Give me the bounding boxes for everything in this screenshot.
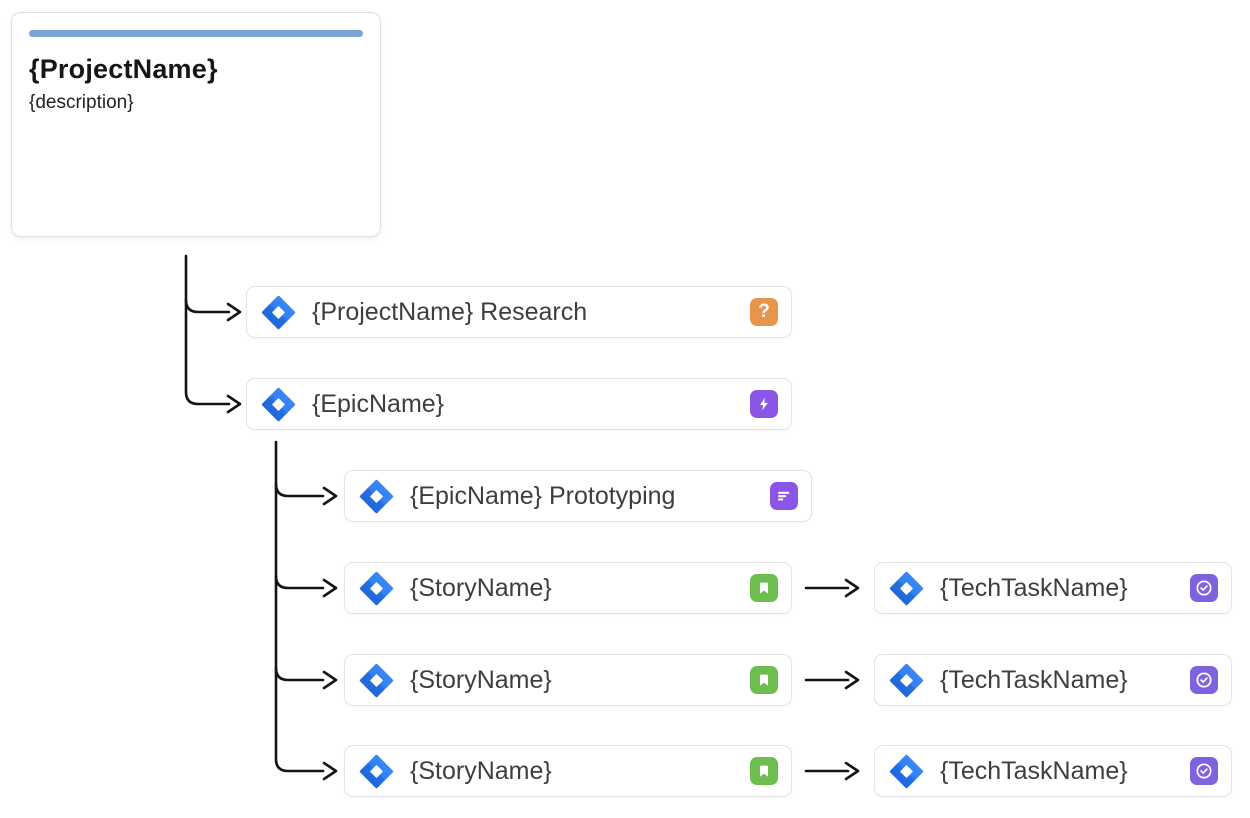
node-label: {EpicName} <box>312 389 445 418</box>
node-tech-task[interactable]: {TechTaskName} <box>874 654 1232 706</box>
jira-logo-icon <box>261 295 296 329</box>
bookmark-icon <box>750 666 778 694</box>
text-lines-icon <box>770 482 798 510</box>
jira-logo-icon <box>889 663 924 697</box>
node-label: {EpicName} Prototyping <box>410 481 676 510</box>
node-tech-task[interactable]: {TechTaskName} <box>874 745 1232 797</box>
node-prototyping[interactable]: {EpicName} Prototyping <box>344 470 812 522</box>
lightning-bolt-icon <box>750 390 778 418</box>
check-circle-icon <box>1190 574 1218 602</box>
node-epic[interactable]: {EpicName} <box>246 378 792 430</box>
jira-logo-icon <box>359 571 394 605</box>
node-story[interactable]: {StoryName} <box>344 562 792 614</box>
bookmark-icon <box>750 574 778 602</box>
node-research[interactable]: {ProjectName} Research ? <box>246 286 792 338</box>
jira-logo-icon <box>359 479 394 513</box>
jira-logo-icon <box>359 754 394 788</box>
node-story[interactable]: {StoryName} <box>344 654 792 706</box>
check-circle-icon <box>1190 757 1218 785</box>
node-label: {StoryName} <box>410 573 552 602</box>
node-label: {ProjectName} Research <box>312 297 588 326</box>
node-label: {StoryName} <box>410 665 552 694</box>
node-label: {TechTaskName} <box>940 573 1128 602</box>
jira-logo-icon <box>889 571 924 605</box>
project-card[interactable]: {ProjectName} {description} <box>11 12 381 237</box>
node-story[interactable]: {StoryName} <box>344 745 792 797</box>
jira-logo-icon <box>261 387 296 421</box>
question-mark-icon: ? <box>750 298 778 326</box>
jira-logo-icon <box>359 663 394 697</box>
node-tech-task[interactable]: {TechTaskName} <box>874 562 1232 614</box>
project-title: {ProjectName} <box>29 54 218 84</box>
node-label: {StoryName} <box>410 756 552 785</box>
check-circle-icon <box>1190 666 1218 694</box>
node-label: {TechTaskName} <box>940 665 1128 694</box>
project-description: {description} <box>29 92 134 113</box>
project-accent-bar <box>29 30 363 37</box>
bookmark-icon <box>750 757 778 785</box>
jira-logo-icon <box>889 754 924 788</box>
node-label: {TechTaskName} <box>940 756 1128 785</box>
